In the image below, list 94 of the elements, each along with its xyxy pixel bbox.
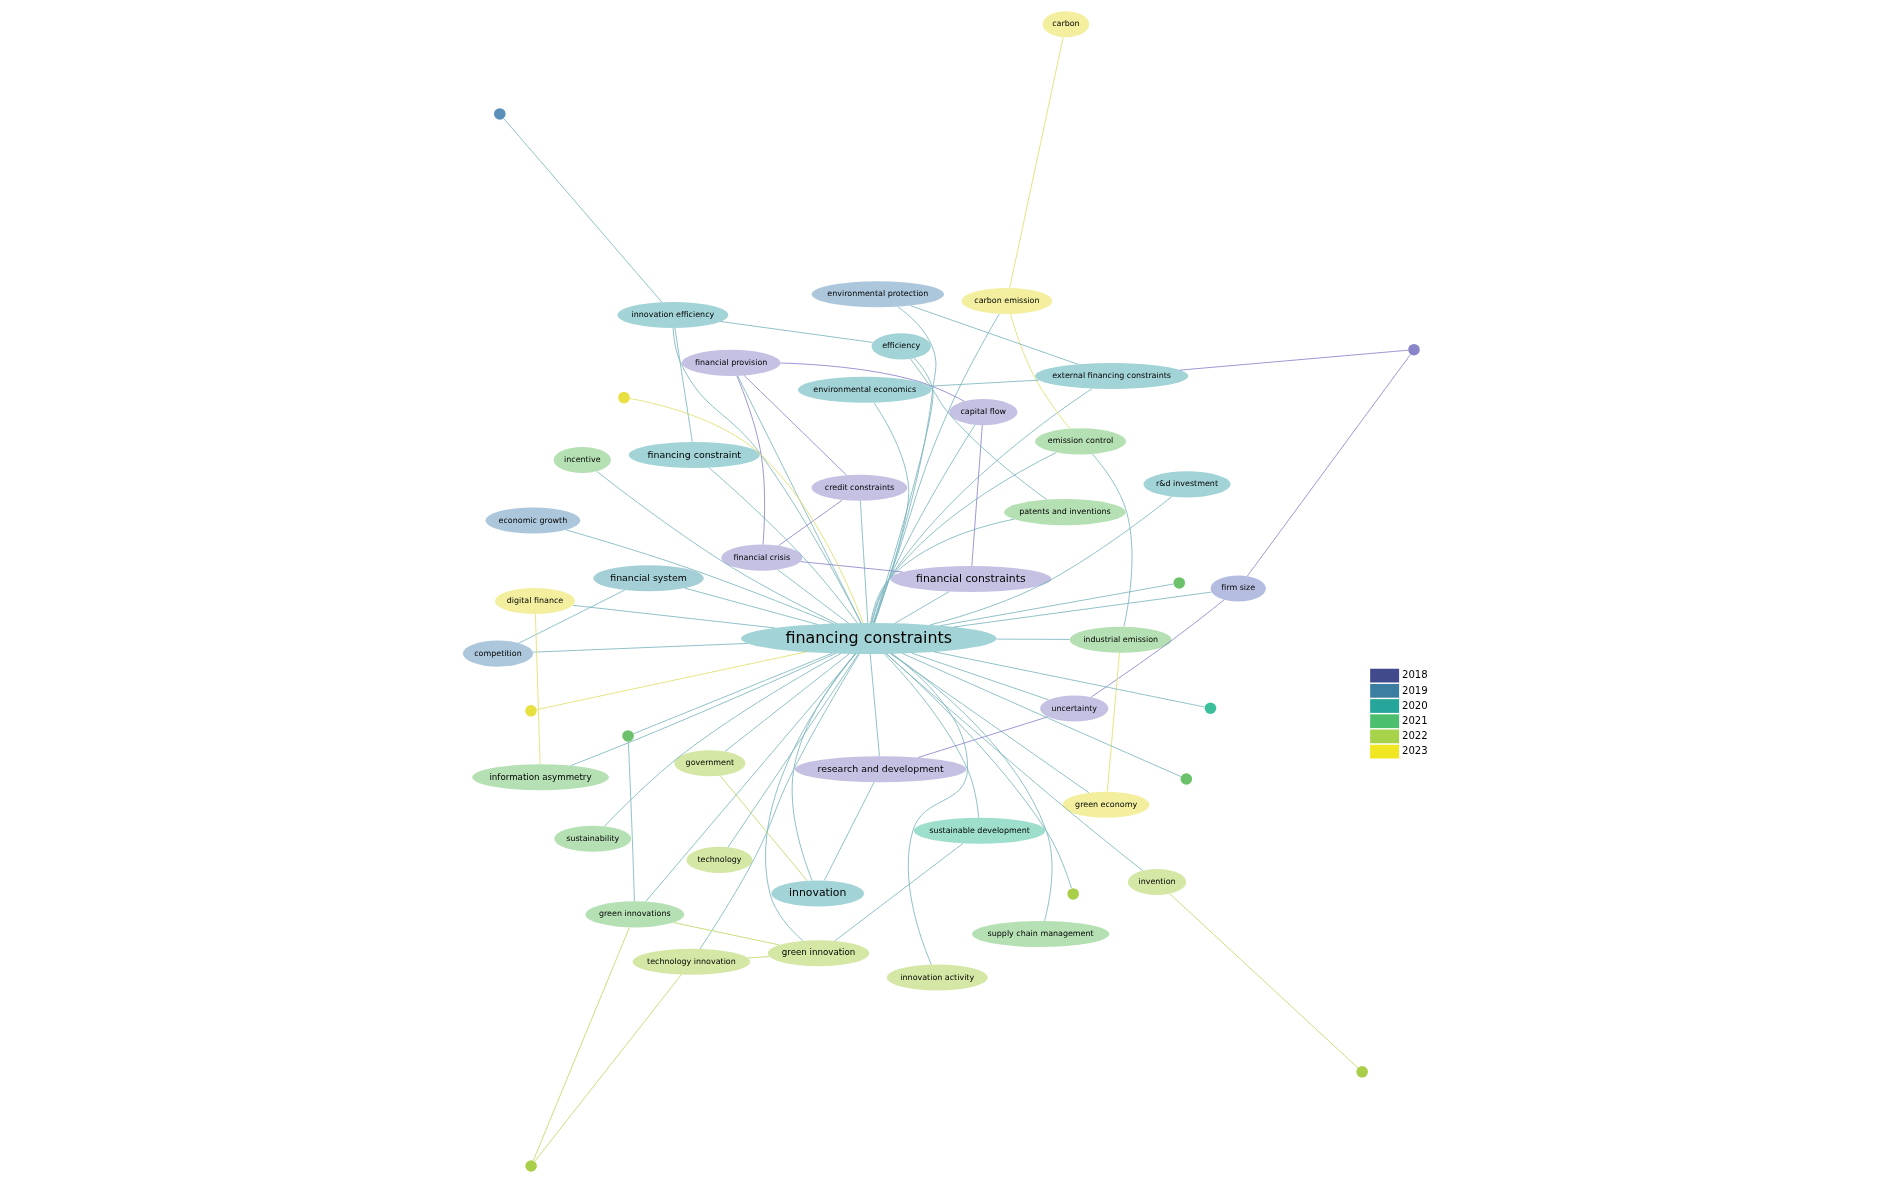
- connector: [939, 583, 1174, 627]
- connector: [532, 643, 749, 653]
- connector: [891, 653, 1053, 922]
- connector: [953, 591, 1213, 628]
- connector: [890, 653, 1090, 794]
- connector: [727, 653, 859, 848]
- connector: [1010, 313, 1071, 429]
- connector: [886, 653, 1072, 889]
- connector: [872, 424, 976, 624]
- connector: [719, 775, 808, 882]
- connector: [1009, 37, 1064, 289]
- connector: [910, 358, 1048, 501]
- connector: [778, 499, 843, 547]
- node-circle: [1180, 773, 1193, 785]
- connector: [917, 716, 1049, 758]
- connector: [565, 529, 834, 625]
- connector: [873, 402, 910, 624]
- connector: [596, 470, 838, 624]
- node-ellipse: green innovation: [767, 940, 870, 967]
- connector: [503, 118, 663, 303]
- connector: [633, 652, 833, 735]
- connector: [1092, 453, 1133, 627]
- connector: [518, 589, 626, 644]
- connector: [532, 927, 630, 1161]
- connector: [1169, 893, 1359, 1069]
- legend-label: 2020: [1402, 699, 1428, 711]
- connector: [1179, 349, 1409, 371]
- legend-label: 2021: [1402, 714, 1428, 726]
- node-ellipse: financing constraints: [741, 622, 997, 654]
- connector: [873, 357, 934, 624]
- connector: [933, 651, 1205, 708]
- connector: [570, 652, 837, 767]
- connector: [720, 321, 874, 343]
- connector: [724, 653, 850, 752]
- legend-label: 2018: [1402, 669, 1428, 681]
- connector: [627, 741, 635, 902]
- connector: [536, 651, 807, 710]
- node-circle: [618, 391, 630, 404]
- connector: [910, 652, 1049, 701]
- node-circle: [622, 730, 634, 742]
- connector: [672, 327, 862, 624]
- connector: [870, 518, 1015, 624]
- legend-label: 2023: [1402, 745, 1428, 757]
- connector: [791, 653, 856, 881]
- connector: [534, 974, 682, 1162]
- connector: [870, 452, 1057, 624]
- node-circle: [525, 1160, 537, 1172]
- connector: [859, 500, 869, 624]
- node-circle: [525, 705, 537, 717]
- connector: [971, 424, 983, 567]
- node-ellipse: innovation: [771, 880, 865, 907]
- connector: [800, 561, 904, 573]
- connector: [699, 653, 860, 950]
- connector: [883, 653, 980, 818]
- node-ellipse: information asymmetry: [472, 764, 609, 791]
- connector: [708, 467, 858, 624]
- connector: [743, 375, 847, 476]
- connector: [996, 638, 1070, 640]
- connector: [869, 653, 880, 757]
- connector: [894, 591, 950, 624]
- connector: [928, 379, 1040, 387]
- node-ellipse: research and development: [794, 756, 967, 783]
- node-ellipse: financial constraints: [890, 565, 1052, 592]
- connector: [737, 375, 862, 624]
- connector: [603, 653, 842, 827]
- connector: [684, 587, 818, 625]
- connector: [747, 956, 770, 959]
- node-circle: [1067, 888, 1079, 900]
- connector: [909, 305, 1079, 365]
- connector: [674, 327, 693, 443]
- connector: [572, 604, 776, 629]
- legend-label: 2019: [1402, 684, 1428, 696]
- node-ellipse: financing constraint: [628, 442, 760, 469]
- connector: [736, 375, 766, 545]
- legend-label: 2022: [1402, 730, 1428, 742]
- connector: [1106, 652, 1120, 792]
- node-circle: [1356, 1066, 1368, 1078]
- connector: [534, 613, 541, 765]
- connector: [1090, 599, 1225, 698]
- node-circle: [1204, 702, 1217, 714]
- node-circle: [1173, 577, 1186, 589]
- connector: [871, 388, 1093, 624]
- connector: [673, 922, 780, 946]
- connector: [645, 653, 857, 902]
- connector: [777, 569, 850, 624]
- node-circle: [494, 108, 506, 120]
- connector: [834, 843, 964, 942]
- connector: [901, 653, 1182, 777]
- connector: [823, 781, 875, 881]
- connector: [765, 653, 856, 942]
- node-ellipse: financial system: [593, 565, 704, 592]
- connector: [885, 653, 1144, 872]
- connector: [1246, 354, 1411, 577]
- node-circle: [1408, 343, 1420, 356]
